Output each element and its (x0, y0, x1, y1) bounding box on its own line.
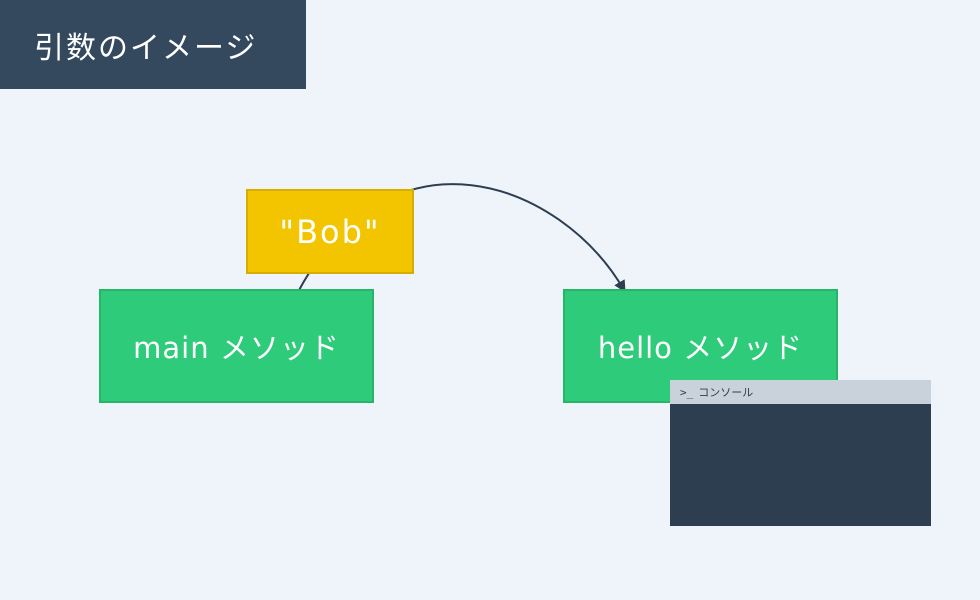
terminal-prompt-icon: >_ (680, 385, 694, 399)
main-method-label: main メソッド (133, 331, 340, 365)
argument-box: "Bob" (246, 189, 414, 274)
title-banner: 引数のイメージ (0, 0, 306, 89)
console-window: >_ コンソール (670, 380, 931, 526)
console-header: >_ コンソール (670, 380, 931, 404)
hello-method-label: hello メソッド (597, 331, 804, 365)
argument-label: "Bob" (279, 212, 381, 251)
console-title: コンソール (698, 386, 754, 399)
page-title: 引数のイメージ (34, 30, 258, 66)
main-method-box: main メソッド (99, 289, 374, 403)
